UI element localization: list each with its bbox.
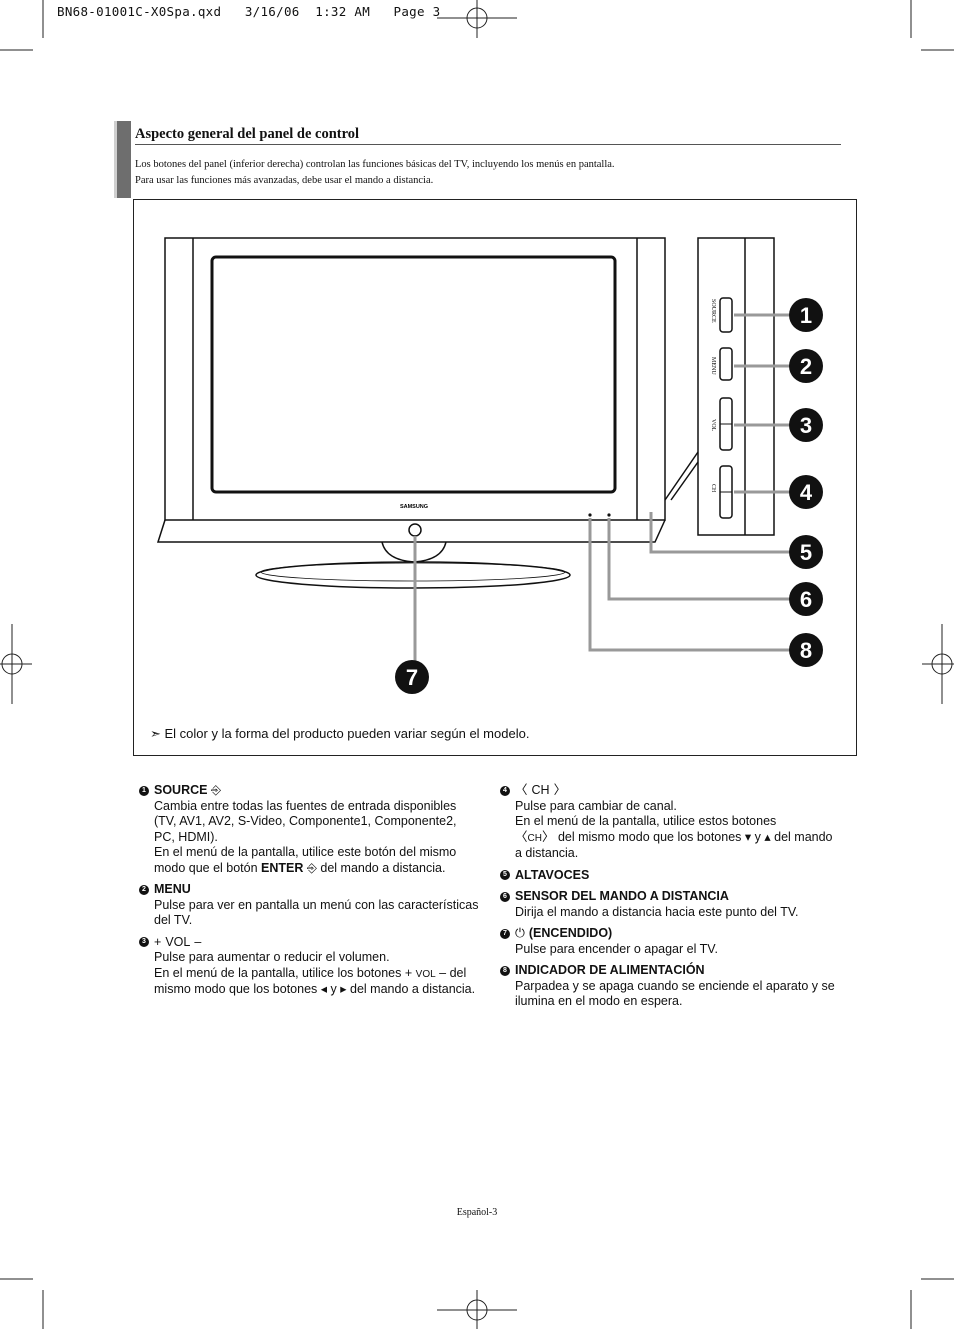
item-sensor: 6 SENSOR DEL MANDO A DISTANCIA Dirija el … [500, 889, 840, 920]
item-title: SENSOR DEL MANDO A DISTANCIA [515, 889, 729, 903]
callout-3: 3 [789, 408, 823, 442]
callout-4: 4 [789, 475, 823, 509]
intro-line-2: Para usar las funciones más avanzadas, d… [135, 174, 434, 186]
power-button [408, 523, 422, 537]
figure-note: ➣ El color y la forma del producto puede… [150, 726, 530, 741]
item-title: VOL [165, 934, 191, 949]
right-arrow-icon: ▸ [340, 982, 347, 996]
minus-icon: – [194, 934, 202, 949]
section-intro: Los botones del panel (inferior derecha)… [135, 157, 835, 188]
item-number: 8 [500, 965, 510, 976]
item-power: 7 ⏻(ENCENDIDO) Pulse para encender o apag… [500, 926, 840, 957]
item-title: ALTAVOCES [515, 867, 590, 882]
plus-icon: + [404, 965, 413, 980]
item-text: 〈CH〉 del mismo modo que los botones ▾ y … [515, 829, 833, 861]
callout-2: 2 [789, 349, 823, 383]
item-text: Pulse para encender o apagar el TV. [515, 941, 718, 956]
panel-label-vol: VOL [710, 419, 716, 432]
down-arrow-icon: ▾ [744, 829, 752, 844]
svg-text:6: 6 [800, 587, 812, 612]
section-sidebar-bar [114, 121, 131, 198]
item-number: 4 [500, 785, 510, 796]
up-arrow-icon: ▴ [764, 829, 771, 844]
panel-label-ch: CH [710, 484, 716, 493]
svg-text:2: 2 [800, 354, 812, 379]
item-number: 1 [139, 785, 149, 796]
title-divider [135, 144, 841, 145]
section-title: Aspecto general del panel de control [135, 126, 360, 142]
minus-icon: – [439, 965, 447, 980]
item-source: 1 SOURCE ⎆ Cambia entre todas las fuentes… [139, 783, 479, 876]
chevron-left-icon: 〈 [515, 829, 528, 844]
item-text: Pulse para aumentar o reducir el volumen… [154, 950, 390, 964]
descriptions-right-column: 4〈CH〉 Pulse para cambiar de canal. En el… [500, 783, 840, 1016]
svg-text:4: 4 [800, 480, 813, 505]
callout-5: 5 [789, 535, 823, 569]
svg-text:5: 5 [800, 540, 812, 565]
brand-logo-text: SAMSUNG [400, 504, 428, 510]
item-number: 5 [500, 870, 510, 881]
item-ch: 4〈CH〉 Pulse para cambiar de canal. En el… [500, 783, 840, 862]
item-title: INDICADOR DE ALIMENTACIÓN [515, 963, 705, 977]
tv-screen [210, 255, 617, 494]
item-title: (ENCENDIDO) [528, 926, 613, 940]
item-number: 3 [139, 937, 149, 948]
tv-figure: SAMSUNG SOURCE MENU VOL CH 1 2 3 4 [133, 199, 857, 756]
power-icon: ⏻ [515, 926, 525, 940]
panel-label-source: SOURCE [710, 299, 716, 323]
callout-6: 6 [789, 582, 823, 616]
panel-menu-button [719, 347, 733, 381]
left-arrow-icon: ◂ [320, 982, 328, 996]
svg-text:8: 8 [800, 638, 812, 663]
chevron-right-icon: 〉 [541, 829, 555, 844]
svg-text:1: 1 [800, 303, 812, 328]
callout-1: 1 [789, 298, 823, 332]
item-text: Pulse para cambiar de canal. [515, 798, 677, 813]
item-text: En el menú de la pantalla, utilice estos… [515, 814, 777, 828]
intro-line-1: Los botones del panel (inferior derecha)… [135, 159, 615, 170]
tv-frame [164, 237, 666, 521]
tv-illustration: SAMSUNG SOURCE MENU VOL CH 1 2 3 4 [156, 237, 823, 694]
item-title: SOURCE [154, 783, 208, 797]
enter-icon: ⎆ [306, 860, 317, 875]
plus-icon: + [154, 934, 162, 949]
item-text: Parpadea y se apaga cuando se enciende e… [515, 978, 835, 1009]
print-slug: BN68-01001C-X0Spa.qxd 3/16/06 1:32 AM Pa… [57, 4, 441, 19]
item-number: 7 [500, 928, 510, 939]
callout-7: 7 [395, 660, 429, 694]
panel-label-menu: MENU [710, 357, 716, 375]
item-text: Pulse para ver en pantalla un menú con l… [154, 897, 479, 928]
svg-text:7: 7 [406, 665, 418, 690]
item-text: Cambia entre todas las fuentes de entrad… [154, 798, 457, 844]
chevron-right-icon: 〉 [553, 783, 567, 797]
item-altavoces: 5 ALTAVOCES [500, 868, 840, 884]
callout-8: 8 [789, 633, 823, 667]
page-footer: Español-3 [456, 1207, 498, 1218]
descriptions-left-column: 1 SOURCE ⎆ Cambia entre todas las fuentes… [139, 783, 479, 1004]
item-text: Dirija el mando a distancia hacia este p… [515, 904, 799, 919]
chevron-left-icon: 〈 [515, 783, 528, 797]
item-number: 6 [500, 891, 510, 902]
side-control-panel [697, 237, 775, 536]
item-text: En el menú de la pantalla, utilice este … [154, 845, 457, 875]
panel-source-button [719, 297, 733, 333]
item-title: MENU [154, 882, 191, 896]
item-number: 2 [139, 884, 149, 895]
enter-icon: ⎆ [210, 783, 221, 797]
item-text: En el menú de la pantalla, utilice los b… [154, 965, 476, 997]
tv-stand-base [255, 561, 571, 589]
svg-text:3: 3 [800, 413, 812, 438]
item-menu: 2 MENU Pulse para ver en pantalla un menú… [139, 882, 479, 929]
item-indicator: 8 INDICADOR DE ALIMENTACIÓN Parpadea y se… [500, 963, 840, 1010]
item-title: CH [531, 783, 550, 797]
item-vol: 3+VOL– Pulse para aumentar o reducir el … [139, 935, 479, 998]
